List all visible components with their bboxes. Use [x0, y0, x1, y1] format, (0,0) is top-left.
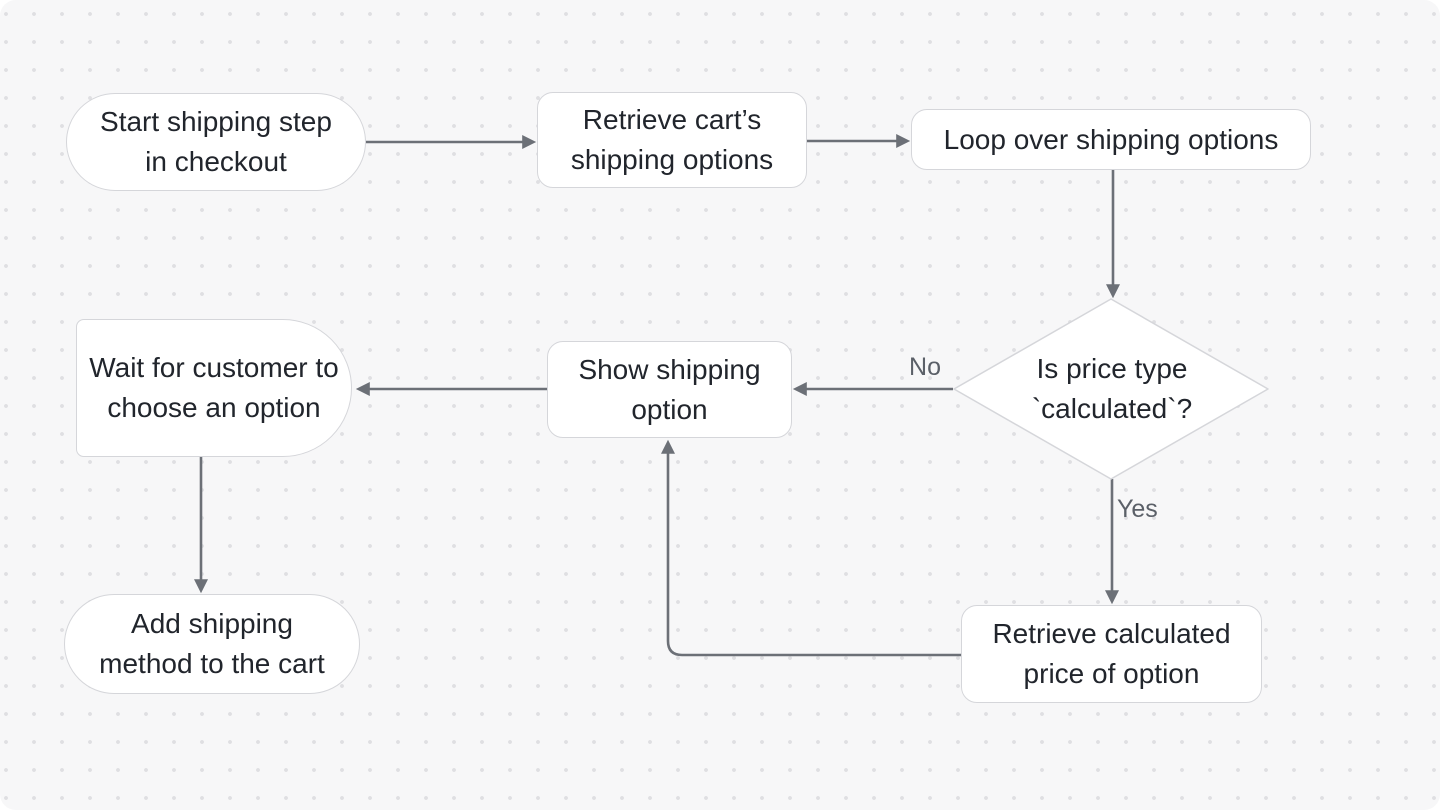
edge-label-yes: Yes: [1117, 495, 1158, 523]
node-start: Start shipping step in checkout: [66, 93, 366, 191]
node-show-option: Show shipping option: [547, 341, 792, 438]
node-decision-label: Is price type `calculated`?: [1031, 353, 1193, 424]
node-wait-customer: Wait for customer to choose an option: [76, 319, 352, 457]
node-retrieve-price: Retrieve calculated price of option: [961, 605, 1262, 703]
node-wait-customer-label: Wait for customer to choose an option: [89, 352, 339, 423]
node-add-method: Add shipping method to the cart: [64, 594, 360, 694]
node-retrieve-options: Retrieve cart’s shipping options: [537, 92, 807, 188]
node-loop-options: Loop over shipping options: [911, 109, 1311, 170]
node-retrieve-price-label: Retrieve calculated price of option: [992, 618, 1231, 689]
node-add-method-label: Add shipping method to the cart: [99, 608, 325, 679]
node-retrieve-options-label: Retrieve cart’s shipping options: [570, 104, 774, 175]
node-decision: Is price type `calculated`?: [962, 349, 1262, 429]
decision-diamond-shape: [953, 298, 1269, 480]
node-start-label: Start shipping step in checkout: [100, 106, 332, 177]
node-show-option-label: Show shipping option: [578, 353, 761, 425]
edge-label-no: No: [909, 353, 941, 381]
edge-retrieve-price-to-show-option: [661, 439, 961, 657]
node-loop-options-label: Loop over shipping options: [943, 123, 1279, 155]
